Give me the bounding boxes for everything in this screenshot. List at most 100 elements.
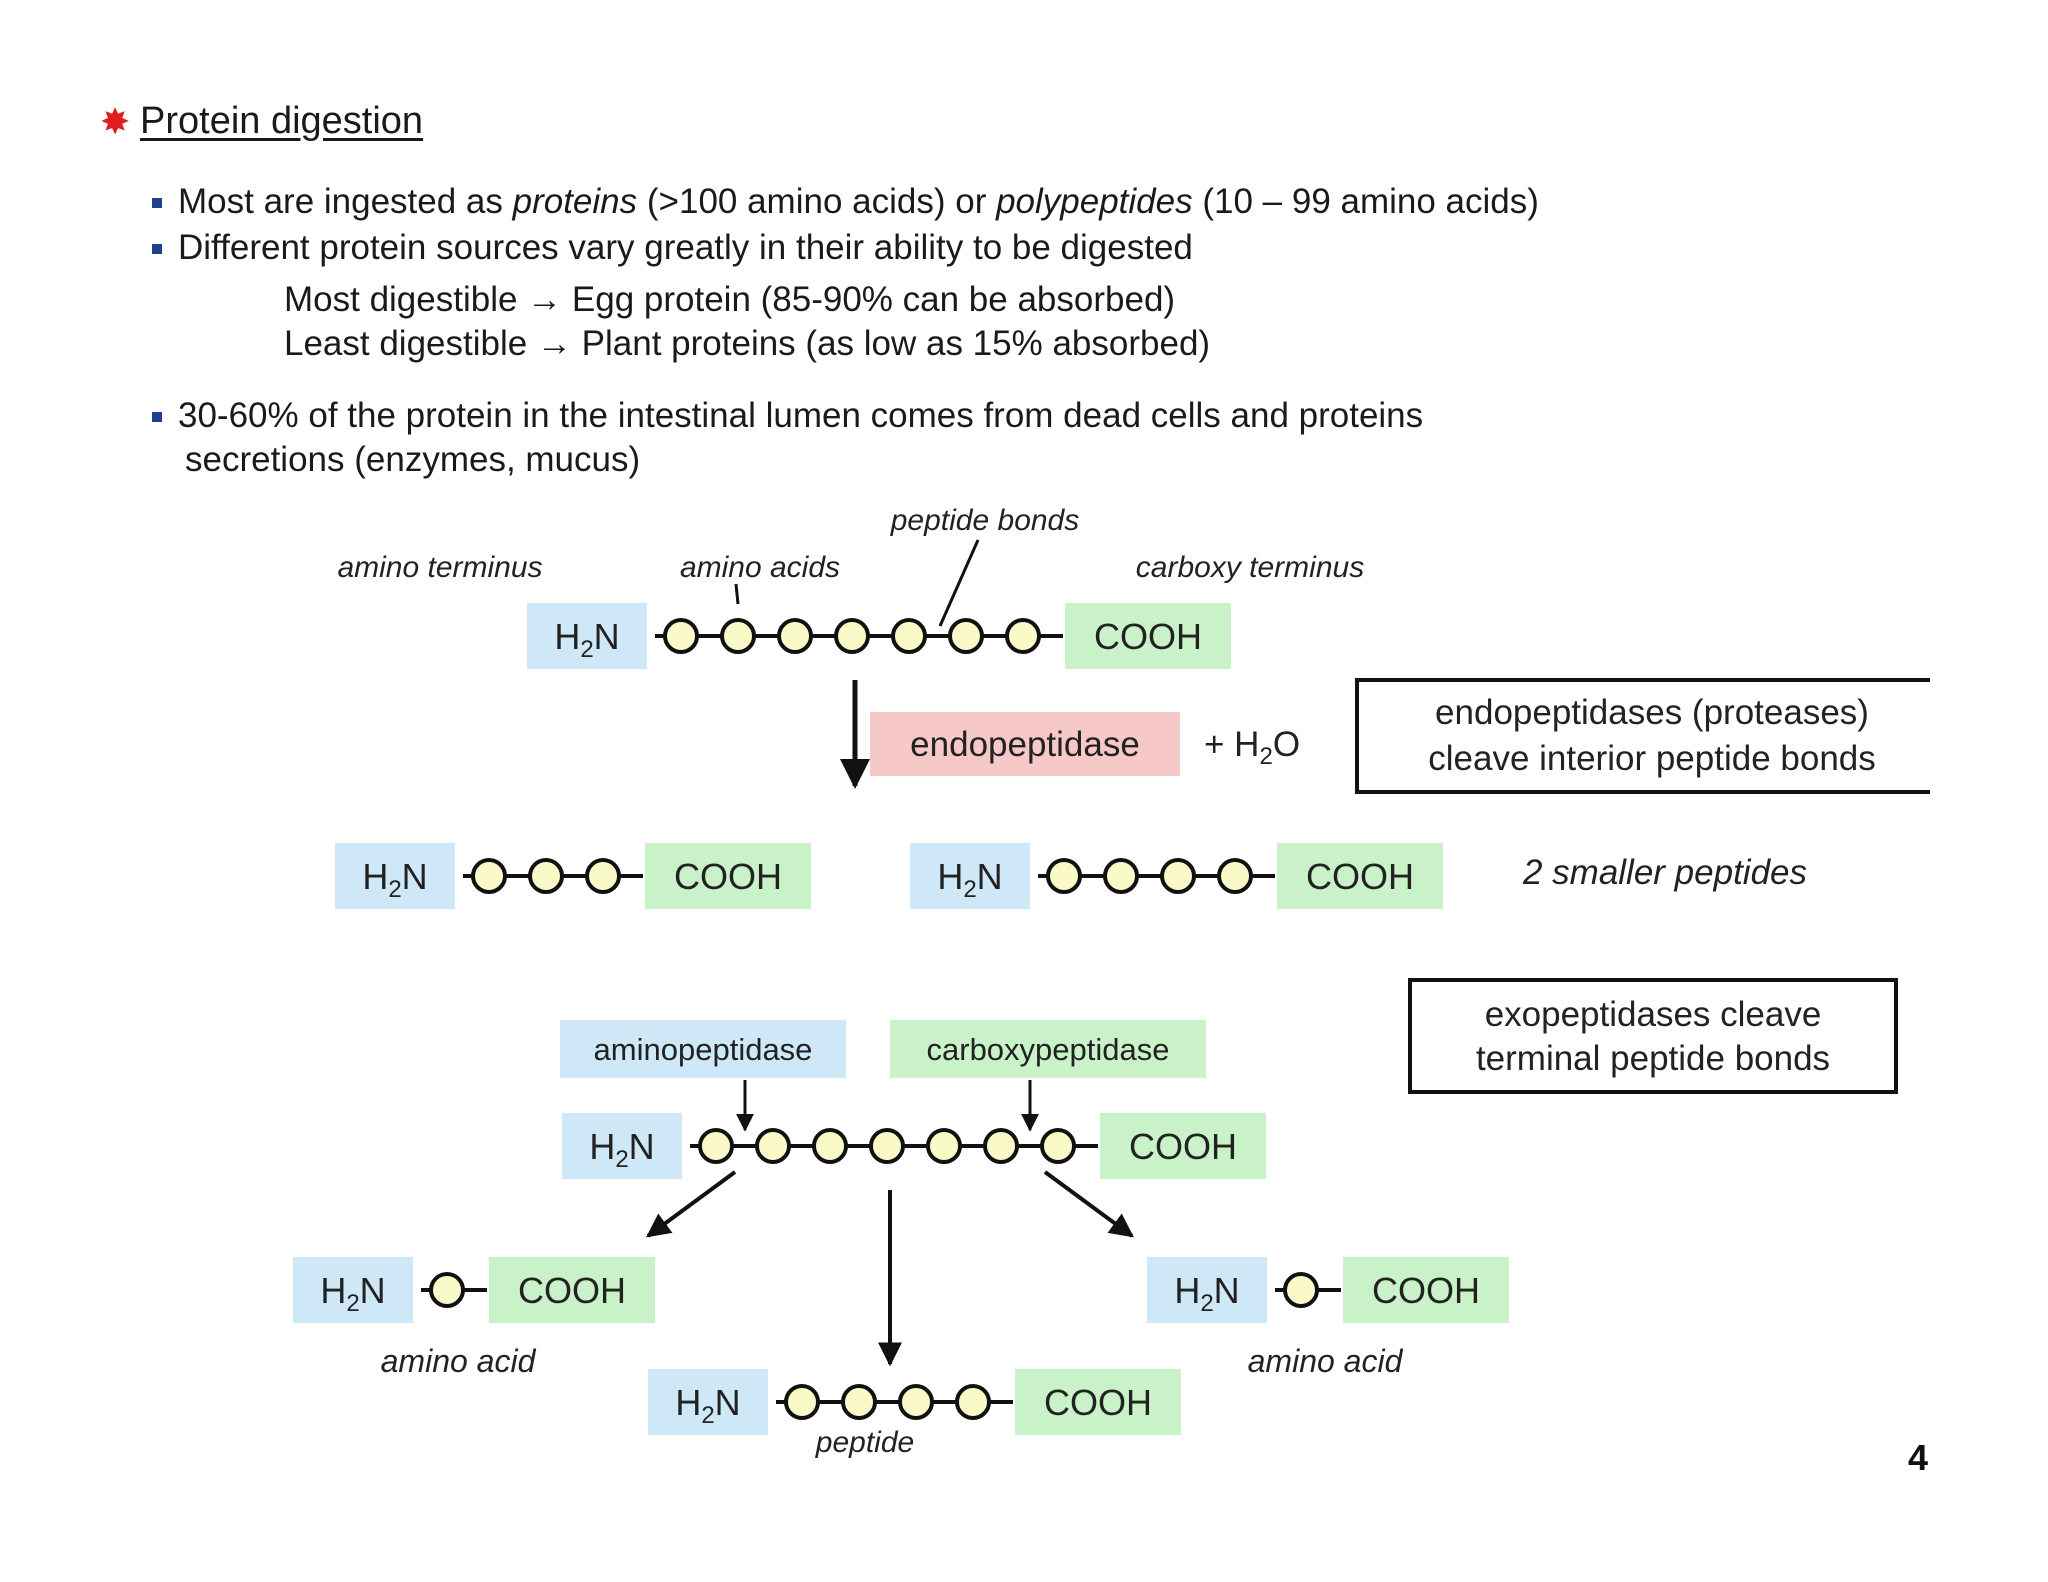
amino-acid-residue [1103,858,1139,894]
intact-chain: H2N COOH [527,603,1231,669]
amino-acid-residue [720,618,756,654]
page-title: Protein digestion [140,100,424,142]
endopeptidases-box-line1: endopeptidases (proteases) [1435,693,1869,732]
amine-terminal-label: H2N [675,1382,740,1429]
split-arrow-left [646,1170,737,1238]
amino-acid-residue [983,1128,1019,1164]
carboxyl-terminal-label: COOH [674,856,782,897]
amino-acid-residue [891,618,927,654]
amine-terminal-box [293,1257,413,1323]
amino-acid-residue [1046,858,1082,894]
peptide-chains: H2N COOH H2N COOH H2N COOH H2N COOH H2N COOH H2N CO… [293,603,1509,1435]
amino-acid-residue [784,1384,820,1420]
amino-acid-residue [1283,1272,1319,1308]
peptide-bond-pointer [938,539,980,627]
smaller-peptides-label: 2 smaller peptides [1522,853,1807,892]
amino-acid-residue [898,1384,934,1420]
amino-acid-label-left: amino acid [381,1343,537,1379]
amine-terminal-box [562,1113,682,1179]
amino-acid-label-right: amino acid [1248,1343,1404,1379]
amino-acid-residue [926,1128,962,1164]
red-star-icon: ✸ [100,101,131,142]
amino-acid-residue [1160,858,1196,894]
amino-terminus-label: amino terminus [337,551,542,584]
amino-acid-residue [777,618,813,654]
amino-acid-residue [528,858,564,894]
carboxyl-terminal-box [645,843,811,909]
amine-terminal-box [648,1369,768,1435]
amine-terminal-box [910,843,1030,909]
carboxyl-terminal-label: COOH [518,1270,626,1311]
amino-acid-residue [471,858,507,894]
bullet-text: (>100 amino acids) or [637,182,997,221]
least-digestible-line: Least digestible → Plant proteins (as lo… [284,324,1211,363]
amino-acid-residue [429,1272,465,1308]
bullet-text: (10 – 99 amino acids) [1192,182,1539,221]
carboxyl-terminal-label: COOH [1372,1270,1480,1311]
exopeptidases-box-line2: terminal peptide bonds [1476,1039,1830,1078]
aminopeptidase-label: aminopeptidase [594,1032,813,1067]
peptide-bonds-label: peptide bonds [890,504,1080,537]
bullet-text: Most are ingested as [178,182,513,221]
amine-terminal-label: H2N [320,1270,385,1317]
aminopeptidase-box [560,1020,846,1078]
exo-substrate-chain: H2N COOH [562,1113,1266,1179]
endopeptidases-box-line2: cleave interior peptide bonds [1428,739,1876,778]
carboxyl-terminal-box [489,1257,655,1323]
endopeptidase-box [870,712,1180,776]
amino-acids-label: amino acids [680,551,840,584]
amino-acid-residue [869,1128,905,1164]
carboxyl-terminal-box [1277,843,1443,909]
amino-acid-pointer [734,583,740,605]
bullet-square-icon [152,412,162,422]
amine-terminal-box [335,843,455,909]
fragment-chain-left: H2N COOH [335,843,811,909]
amine-terminal-label: H2N [1174,1270,1239,1317]
free-amino-acid-left: H2N COOH [293,1257,655,1323]
carboxyl-terminal-box [1343,1257,1509,1323]
bullet-lumen-line2: secretions (enzymes, mucus) [185,440,641,479]
water-label: + H2O [1204,725,1300,770]
bullet-square-icon [152,198,162,208]
amino-acid-residue [834,618,870,654]
carboxyl-terminal-label: COOH [1094,616,1202,657]
exopeptidases-box-line1: exopeptidases cleave [1485,995,1822,1034]
amino-acid-residue [1005,618,1041,654]
italic-term-proteins: proteins [512,182,638,221]
page-number: 4 [1908,1437,1928,1478]
amino-acid-residue [948,618,984,654]
amino-acid-residue [663,618,699,654]
endopeptidases-info-box [1355,678,1930,794]
amine-terminal-label: H2N [554,616,619,663]
amino-acid-residue [698,1128,734,1164]
bullet-lumen-line1: 30-60% of the protein in the intestinal … [178,396,1424,435]
carboxypeptidase-box [890,1020,1206,1078]
amine-terminal-box [527,603,647,669]
most-digestible-line: Most digestible → Egg protein (85-90% ca… [284,280,1176,319]
amino-acid-residue [955,1384,991,1420]
amino-acid-residue [841,1384,877,1420]
amine-terminal-label: H2N [362,856,427,903]
carboxyl-terminal-label: COOH [1129,1126,1237,1167]
carboxyl-terminal-box [1100,1113,1266,1179]
carboxy-terminus-label: carboxy terminus [1136,551,1364,584]
carboxyl-terminal-box [1015,1369,1181,1435]
peptide-product-chain: H2N COOH [648,1369,1181,1435]
peptide-label: peptide [815,1426,914,1459]
free-amino-acid-right: H2N COOH [1147,1257,1509,1323]
amine-terminal-label: H2N [589,1126,654,1173]
carboxyl-terminal-label: COOH [1306,856,1414,897]
bullet-ingested: Most are ingested as proteins (>100 amin… [178,182,1539,222]
italic-term-polypeptides: polypeptides [996,182,1193,221]
amine-terminal-box [1147,1257,1267,1323]
amino-acid-residue [1040,1128,1076,1164]
carboxyl-terminal-label: COOH [1044,1382,1152,1423]
exopeptidases-info-box [1408,978,1898,1094]
bullet-square-icon [152,244,162,254]
bullet-sources: Different protein sources vary greatly i… [178,228,1193,267]
amino-acid-residue [1217,858,1253,894]
endopeptidase-label: endopeptidase [910,725,1140,764]
carboxypeptidase-label: carboxypeptidase [927,1032,1170,1067]
